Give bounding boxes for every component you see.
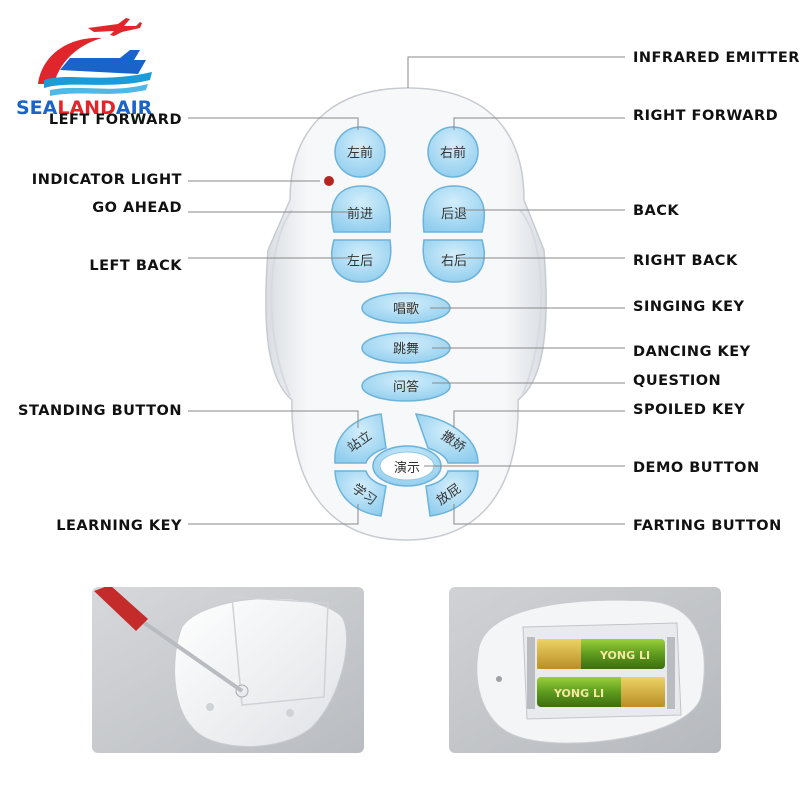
brand-part-land: LAND xyxy=(57,97,116,119)
label-go-ahead: GO AHEAD xyxy=(92,200,182,216)
leader-stand xyxy=(188,410,359,428)
leader-left-forward xyxy=(188,117,359,130)
label-farting-button: FARTING BUTTON xyxy=(633,518,782,534)
right-forward-button-label: 右前 xyxy=(440,145,466,161)
leader-spoiled xyxy=(453,410,625,428)
photo-batteries: YONG LI YONG LI xyxy=(449,587,721,753)
learn-button[interactable]: 学习 xyxy=(334,470,387,517)
label-standing-button: STANDING BUTTON xyxy=(18,403,182,419)
indicator-light xyxy=(324,176,334,186)
question-button[interactable]: 问答 xyxy=(361,370,451,402)
right-back-button-label: 右后 xyxy=(441,254,467,269)
label-back: BACK xyxy=(633,203,680,219)
leader-learn xyxy=(188,504,359,525)
back-button[interactable]: 后退 xyxy=(422,185,485,233)
remote-ear-left xyxy=(270,209,293,397)
brand-name: SEALANDAIR xyxy=(16,97,152,119)
remote-ear-right xyxy=(519,209,543,397)
logo-graphic xyxy=(38,18,152,96)
demo-button-label: 演示 xyxy=(394,460,420,476)
airplane-icon xyxy=(88,18,142,36)
left-forward-button[interactable]: 左前 xyxy=(334,126,386,178)
right-forward-button[interactable]: 右前 xyxy=(427,126,479,178)
leader-lines xyxy=(188,56,625,525)
leader-fart xyxy=(453,504,625,525)
wave-icon-2 xyxy=(50,84,148,96)
logo-arc xyxy=(38,37,102,84)
battery-1-brand: YONG LI xyxy=(599,649,650,662)
wave-icon xyxy=(44,72,152,88)
leader-infrared xyxy=(407,56,625,88)
label-dancing-key: DANCING KEY xyxy=(633,344,751,360)
brand-part-sea: SEA xyxy=(16,97,58,119)
battery-2: YONG LI xyxy=(537,677,665,707)
label-spoiled-key: SPOILED KEY xyxy=(633,402,746,418)
sing-button[interactable]: 唱歌 xyxy=(361,292,451,324)
left-back-button[interactable]: 左后 xyxy=(331,239,392,283)
photo-screwdriver xyxy=(92,587,364,753)
spoiled-button[interactable]: 撒娇 xyxy=(414,413,479,464)
spring-contact-right xyxy=(667,637,675,709)
remote-back-shell xyxy=(174,597,348,747)
fart-button[interactable]: 放屁 xyxy=(425,470,479,517)
label-learning-key: LEARNING KEY xyxy=(56,518,182,534)
go-ahead-button-label: 前进 xyxy=(347,206,373,222)
screwdriver-shaft xyxy=(134,615,244,693)
photo-screwdriver-graphic xyxy=(92,587,364,753)
label-demo-button: DEMO BUTTON xyxy=(633,460,760,476)
label-question: QUESTION xyxy=(633,373,722,389)
brand-part-air: AIR xyxy=(115,97,153,119)
demo-button[interactable]: 演示 xyxy=(372,445,442,487)
battery-1: YONG LI xyxy=(537,639,665,669)
leader-right-forward xyxy=(453,117,625,130)
label-indicator-light: INDICATOR LIGHT xyxy=(31,172,182,188)
battery-cover-outline xyxy=(231,596,329,706)
left-back-button-label: 左后 xyxy=(347,254,373,269)
battery-2-brand: YONG LI xyxy=(553,687,604,700)
label-left-back: LEFT BACK xyxy=(89,258,182,274)
label-right-forward: RIGHT FORWARD xyxy=(633,108,779,124)
stand-button[interactable]: 站立 xyxy=(334,413,387,464)
label-left-forward: LEFT FORWARD xyxy=(48,112,182,128)
dance-button-label: 跳舞 xyxy=(393,342,419,357)
foot-dot-1 xyxy=(206,703,214,711)
spring-contact-left xyxy=(527,637,535,709)
label-infrared-emitter: INFRARED EMITTER xyxy=(633,50,800,66)
label-right-back: RIGHT BACK xyxy=(633,253,738,269)
speaker-hole xyxy=(496,676,502,682)
right-back-button[interactable]: 右后 xyxy=(422,239,485,283)
screwdriver-handle xyxy=(94,587,148,631)
ship-icon xyxy=(60,50,146,74)
sing-button-label: 唱歌 xyxy=(393,302,419,317)
left-forward-button-label: 左前 xyxy=(347,145,373,161)
remote-diagram: 左前 右前 前进 后退 左后 右后 唱歌 跳舞 问答 站立 撒娇 xyxy=(188,56,625,541)
go-ahead-button[interactable]: 前进 xyxy=(331,185,392,233)
label-singing-key: SINGING KEY xyxy=(633,299,745,315)
back-button-label: 后退 xyxy=(441,207,467,222)
question-button-label: 问答 xyxy=(393,379,419,395)
photo-batteries-graphic: YONG LI YONG LI xyxy=(449,587,721,753)
foot-dot-2 xyxy=(286,709,294,717)
